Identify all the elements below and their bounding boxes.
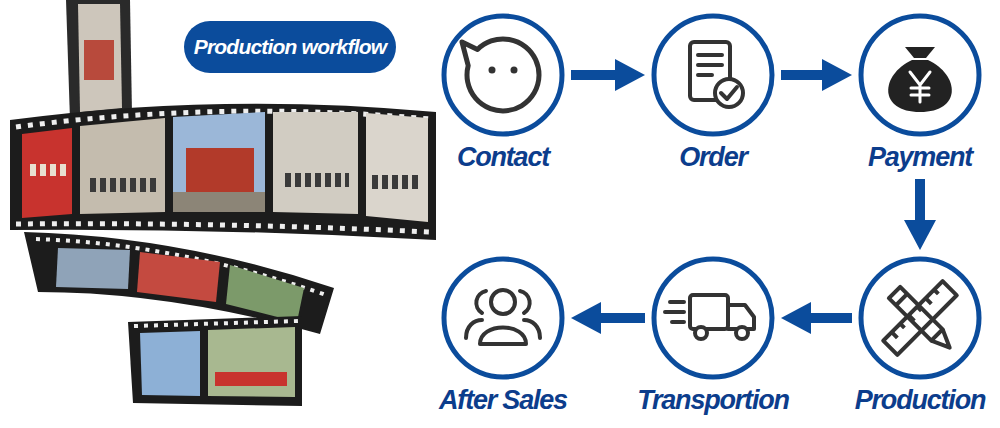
wheel bbox=[695, 327, 707, 339]
bag-knot bbox=[905, 47, 935, 58]
step-circle bbox=[651, 13, 775, 137]
flow-arrow bbox=[571, 70, 625, 80]
pencil-body bbox=[889, 287, 943, 341]
flow-arrow bbox=[591, 313, 645, 323]
flow-arrow bbox=[801, 313, 852, 323]
film-photo bbox=[78, 4, 122, 112]
truck-icon bbox=[665, 295, 754, 339]
photo-people bbox=[90, 180, 420, 185]
step-node: After Sales bbox=[403, 256, 603, 416]
order-icon bbox=[690, 42, 743, 107]
photo-people bbox=[215, 372, 287, 386]
film-strip bbox=[10, 104, 436, 240]
wheel bbox=[736, 327, 748, 339]
film-photo bbox=[80, 118, 165, 214]
film-photo bbox=[208, 327, 295, 397]
step-label: After Sales bbox=[403, 384, 603, 416]
eye bbox=[489, 67, 496, 74]
film-photo bbox=[273, 112, 358, 214]
contact-icon bbox=[462, 39, 539, 111]
film-photo bbox=[173, 112, 265, 212]
step-circle-outline bbox=[444, 16, 562, 134]
film-band bbox=[128, 316, 302, 406]
step-label: Payment bbox=[820, 141, 1000, 173]
photo-people bbox=[30, 164, 66, 176]
step-circle bbox=[441, 256, 565, 380]
film-band bbox=[10, 104, 436, 240]
step-node: Transportion bbox=[613, 256, 813, 416]
step-circle bbox=[651, 256, 775, 380]
truck-cargo bbox=[690, 295, 728, 329]
ruler-ticks bbox=[892, 290, 940, 338]
title-pill: Production workflow bbox=[184, 21, 396, 73]
step-circle-outline bbox=[654, 16, 772, 134]
person-back bbox=[466, 291, 486, 338]
step-circle-outline bbox=[654, 259, 772, 377]
step-label: Contact bbox=[403, 141, 603, 173]
step-circle bbox=[858, 256, 982, 380]
step-label: Order bbox=[613, 141, 813, 173]
ruler-body bbox=[883, 281, 957, 355]
pencil-tip bbox=[931, 329, 955, 353]
person-body bbox=[480, 328, 526, 345]
step-circle-outline bbox=[861, 259, 979, 377]
person-back bbox=[520, 291, 540, 338]
step-label: Production bbox=[820, 384, 1000, 416]
film-strip bbox=[66, 0, 132, 120]
person-head bbox=[491, 290, 515, 314]
step-node: Order bbox=[613, 13, 813, 173]
film-photo bbox=[56, 248, 130, 289]
film-photo bbox=[366, 113, 428, 222]
check-mark bbox=[721, 87, 737, 99]
film-photo bbox=[137, 252, 220, 302]
film-photo bbox=[22, 128, 72, 218]
step-circle-outline bbox=[444, 259, 562, 377]
check-circle bbox=[715, 79, 743, 107]
step-circle bbox=[441, 13, 565, 137]
document-lines bbox=[698, 55, 722, 75]
pencil-band bbox=[896, 294, 907, 305]
film-photo bbox=[84, 40, 114, 80]
currency-symbol bbox=[910, 72, 930, 102]
production-icon bbox=[883, 281, 957, 355]
speech-bubble bbox=[462, 39, 539, 111]
speed-lines bbox=[665, 302, 684, 322]
step-circle-outline bbox=[861, 16, 979, 134]
step-node: Production bbox=[820, 256, 1000, 416]
film-strip bbox=[128, 316, 302, 406]
flow-arrow bbox=[781, 70, 832, 80]
people-icon bbox=[466, 290, 540, 344]
eye bbox=[511, 67, 518, 74]
step-label: Transportion bbox=[613, 384, 813, 416]
film-band bbox=[66, 0, 132, 120]
money-bag bbox=[888, 60, 952, 112]
payment-icon bbox=[888, 47, 952, 112]
photo-ground bbox=[173, 192, 265, 212]
ruler bbox=[883, 281, 957, 355]
film-sprockets bbox=[134, 321, 298, 326]
film-photo bbox=[226, 265, 304, 322]
film-photo bbox=[140, 331, 200, 396]
film-sprockets bbox=[16, 224, 430, 232]
step-circle bbox=[858, 13, 982, 137]
photo-temple bbox=[186, 148, 254, 192]
pencil bbox=[889, 287, 955, 353]
flow-arrow bbox=[915, 179, 925, 230]
step-node: Contact bbox=[403, 13, 603, 173]
step-node: Payment bbox=[820, 13, 1000, 173]
